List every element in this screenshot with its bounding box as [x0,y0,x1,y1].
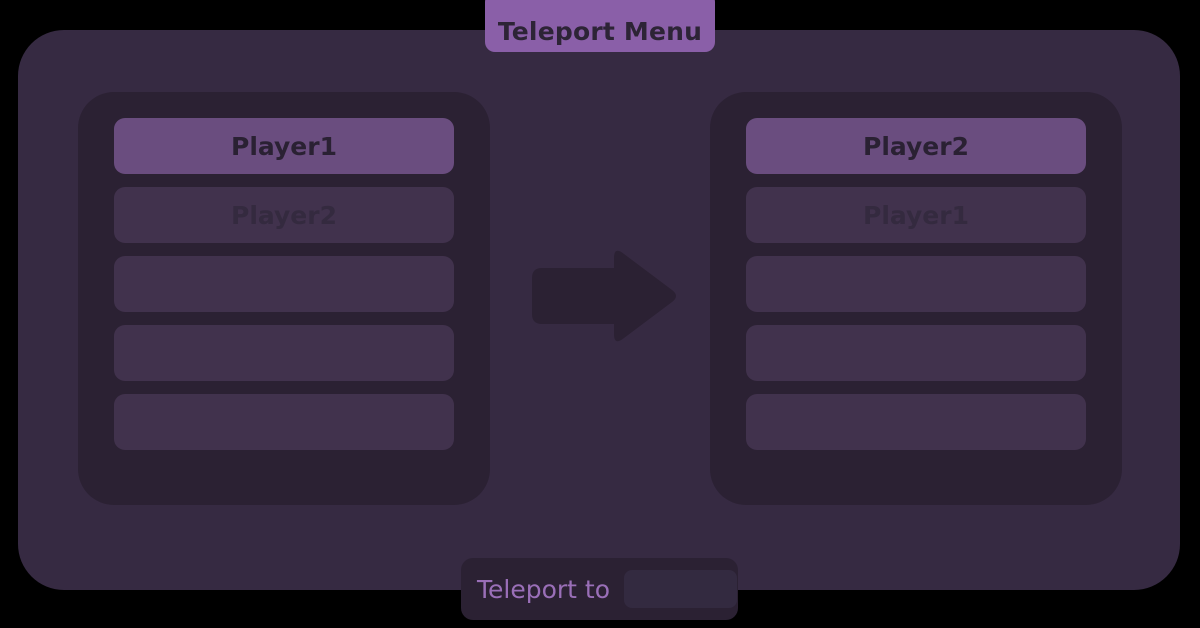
destination-player-list-panel: Player2 Player1 [710,92,1122,505]
list-item[interactable] [114,256,454,312]
arrow-right-icon [522,246,678,346]
list-item[interactable] [746,325,1086,381]
list-item[interactable]: Player2 [746,118,1086,174]
list-item[interactable]: Player2 [114,187,454,243]
list-item[interactable] [114,394,454,450]
teleport-menu-title-bar: Teleport Menu [485,0,715,52]
page-title: Teleport Menu [497,17,703,46]
list-item[interactable] [746,394,1086,450]
list-item[interactable] [746,256,1086,312]
list-item-label: Player1 [231,131,337,161]
list-item-label: Player2 [863,131,969,161]
list-item[interactable] [114,325,454,381]
teleport-to-label: Teleport to [477,574,611,604]
teleport-to-bar: Teleport to [461,558,738,620]
teleport-to-input[interactable] [624,570,738,608]
source-player-list-panel: Player1 Player2 [78,92,490,505]
list-item-label: Player1 [863,200,969,230]
list-item[interactable]: Player1 [114,118,454,174]
list-item-label: Player2 [231,200,337,230]
list-item[interactable]: Player1 [746,187,1086,243]
